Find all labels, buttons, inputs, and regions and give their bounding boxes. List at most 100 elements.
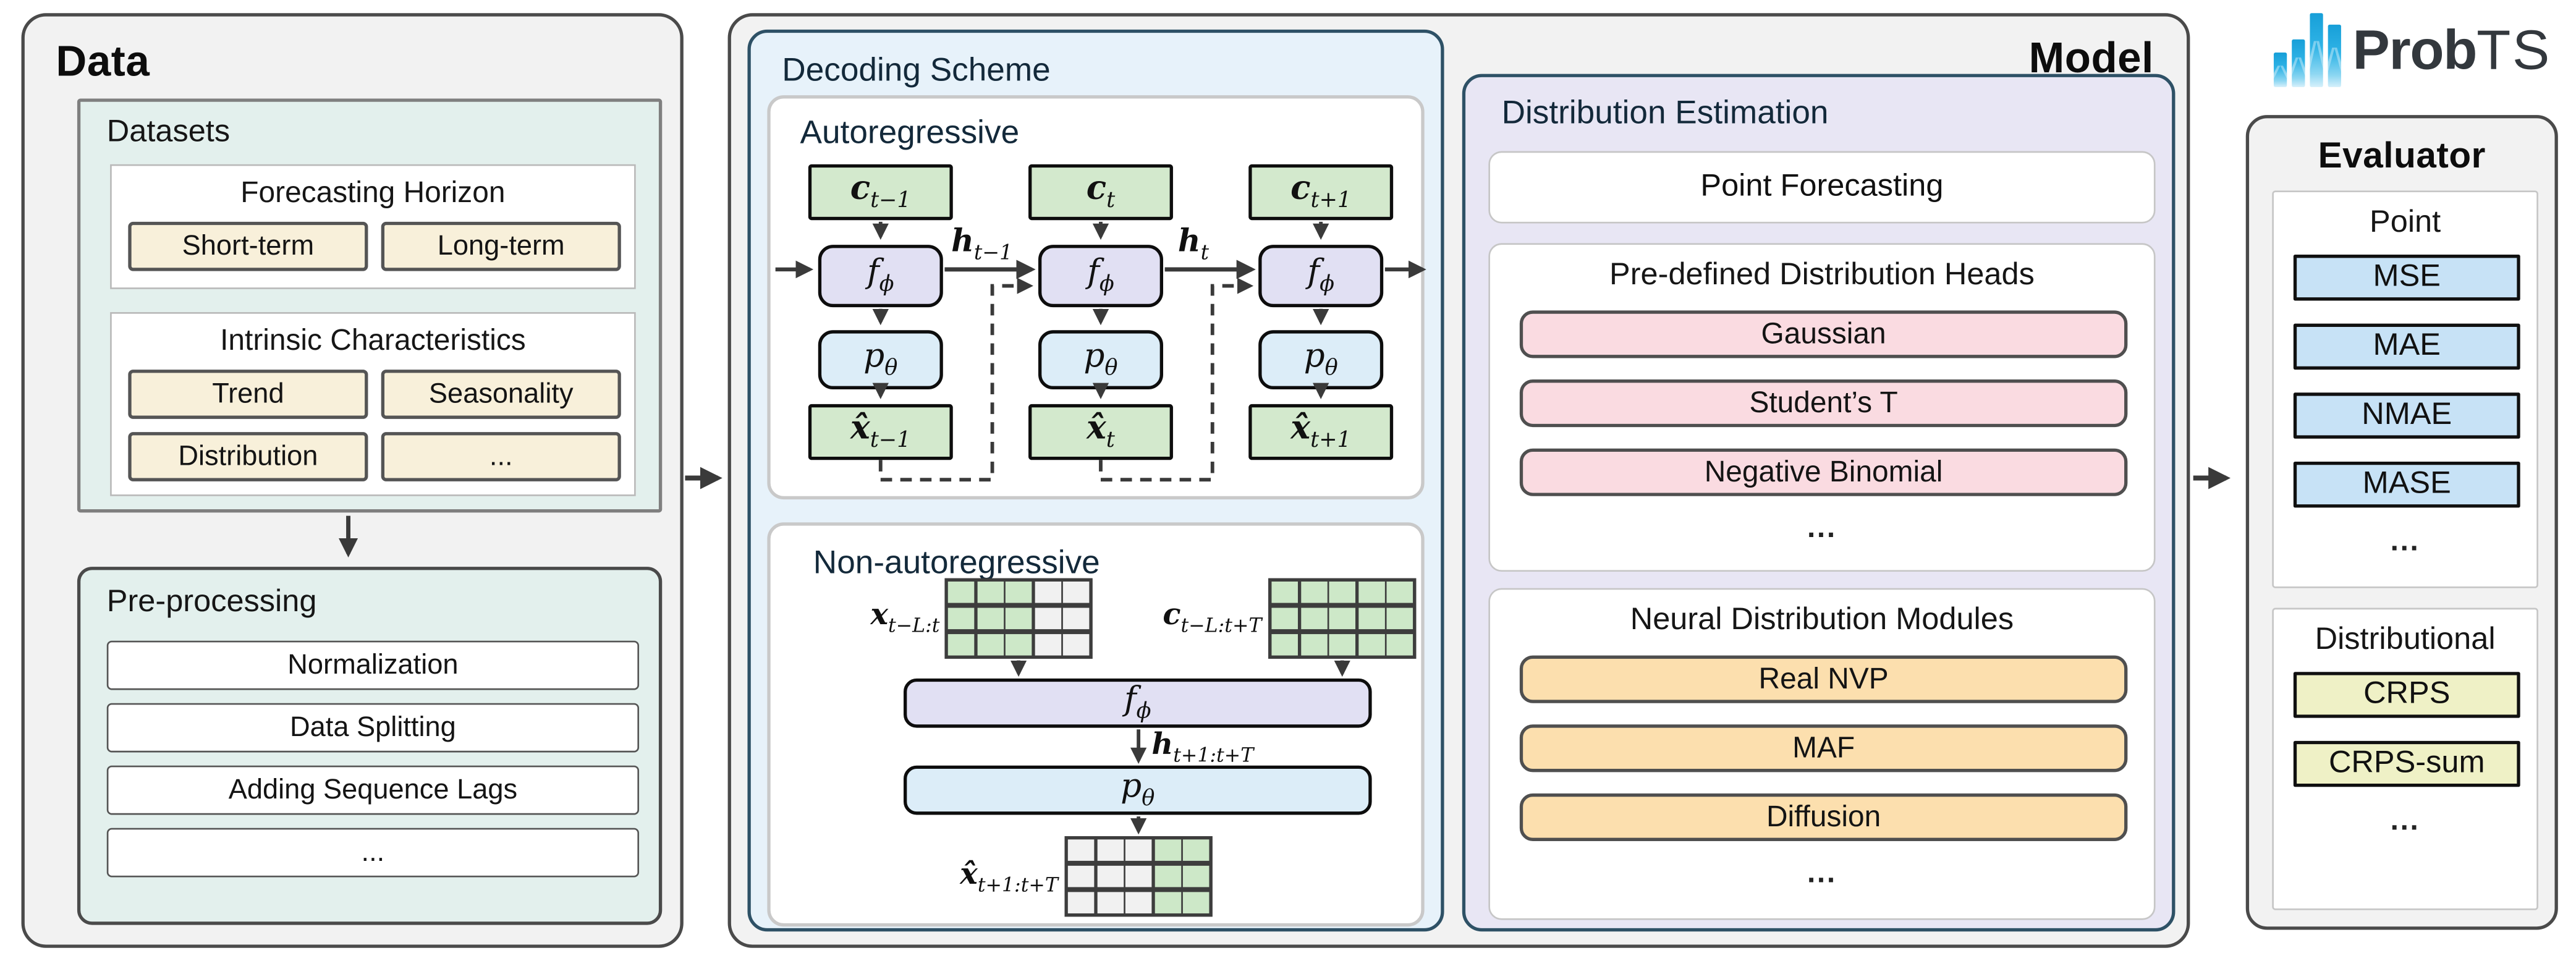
probts-wordmark: ProbTS bbox=[2353, 13, 2551, 88]
tensor-cell bbox=[1386, 633, 1413, 656]
neural-more-dots: ... bbox=[1807, 855, 1837, 889]
forecasting-horizon-title: Forecasting Horizon bbox=[240, 176, 506, 209]
intrinsic-more-chip: ... bbox=[381, 432, 621, 481]
logo-bar-1 bbox=[2273, 53, 2287, 87]
tensor-cell bbox=[1386, 582, 1413, 604]
tensor-cell bbox=[1329, 582, 1356, 604]
tensor-cell bbox=[1005, 633, 1032, 656]
context-label: ct+1 bbox=[1290, 168, 1352, 214]
logo-bar-2 bbox=[2292, 39, 2305, 87]
evaluator-panel: Evaluator Point MSE MAE NMAE MASE ... Di… bbox=[2245, 115, 2558, 930]
tensor-cell bbox=[1034, 582, 1061, 604]
datasets-label: Datasets bbox=[106, 115, 231, 150]
intrinsic-characteristics-box: Intrinsic Characteristics Trend Seasonal… bbox=[110, 312, 636, 496]
preprocessing-more-row: ... bbox=[106, 828, 640, 878]
students-t-pill: Student’s T bbox=[1519, 379, 2128, 428]
f-phi-wide-box: fϕ bbox=[904, 678, 1372, 728]
datasets-box: Datasets Forecasting Horizon Short-term … bbox=[77, 98, 663, 513]
f-phi-label: fϕ bbox=[866, 252, 894, 298]
autoregressive-title: Autoregressive bbox=[800, 115, 1020, 151]
tensor-cell bbox=[1329, 633, 1356, 656]
crps-metric: CRPS bbox=[2293, 672, 2520, 718]
short-term-chip: Short-term bbox=[128, 221, 368, 271]
tensor-cell bbox=[1271, 608, 1298, 630]
predefined-heads-box: Pre-defined Distribution Heads Gaussian … bbox=[1488, 243, 2156, 572]
covariate-input-label: ct−L:t+T bbox=[1163, 598, 1262, 637]
mase-metric: MASE bbox=[2293, 461, 2520, 508]
prediction-box-t+1: x̂t+1 bbox=[1248, 404, 1394, 460]
tensor-cell bbox=[1154, 839, 1180, 862]
history-tensor-grid bbox=[944, 578, 1093, 659]
prediction-label: x̂t bbox=[1087, 408, 1115, 454]
mae-metric: MAE bbox=[2293, 323, 2520, 370]
maf-pill: MAF bbox=[1519, 724, 2128, 773]
prediction-box-t-1: x̂t−1 bbox=[808, 404, 953, 460]
tensor-cell bbox=[977, 582, 1003, 604]
tensor-cell bbox=[947, 582, 975, 604]
tensor-cell bbox=[1300, 582, 1327, 604]
point-metrics-title: Point bbox=[2370, 205, 2441, 240]
normalization-row: Normalization bbox=[106, 640, 640, 690]
p-theta-box-t-1: pθ bbox=[818, 330, 943, 389]
f-phi-box-t: fϕ bbox=[1038, 245, 1164, 308]
tensor-cell bbox=[1005, 608, 1032, 630]
tensor-cell bbox=[947, 633, 975, 656]
covariate-tensor-grid bbox=[1268, 578, 1417, 659]
tensor-cell bbox=[1154, 865, 1180, 887]
seasonality-chip: Seasonality bbox=[381, 370, 621, 419]
tensor-cell bbox=[1182, 865, 1210, 887]
forecasting-horizon-box: Forecasting Horizon Short-term Long-term bbox=[110, 164, 636, 289]
context-box-t-1: ct−1 bbox=[808, 164, 953, 221]
tensor-cell bbox=[1300, 608, 1327, 630]
prediction-label: x̂t−1 bbox=[850, 408, 911, 454]
context-box-t+1: ct+1 bbox=[1248, 164, 1394, 221]
hidden-state-label-t: ht bbox=[1177, 223, 1210, 265]
trend-chip: Trend bbox=[128, 370, 368, 419]
context-label: ct bbox=[1086, 168, 1116, 214]
tensor-cell bbox=[1271, 582, 1298, 604]
p-theta-wide-box: pθ bbox=[904, 765, 1372, 815]
hidden-state-range-label: ht+1:t+T bbox=[1151, 727, 1254, 767]
x-input-label: xt−L:t bbox=[870, 598, 940, 637]
decoding-scheme-title: Decoding Scheme bbox=[782, 53, 1051, 89]
tensor-cell bbox=[1062, 582, 1090, 604]
bar-chart-logo-icon bbox=[2273, 12, 2346, 87]
tensor-cell bbox=[977, 608, 1003, 630]
evaluator-title: Evaluator bbox=[2318, 134, 2486, 176]
distributional-more-dots: ... bbox=[2390, 803, 2420, 837]
prediction-label: x̂t+1 bbox=[1290, 408, 1351, 454]
prediction-tensor-grid bbox=[1064, 836, 1213, 917]
crps-sum-metric: CRPS-sum bbox=[2293, 740, 2520, 787]
context-box-t: ct bbox=[1028, 164, 1173, 221]
prediction-range-label: x̂t+1:t+T bbox=[960, 857, 1058, 897]
distributional-metrics-box: Distributional CRPS CRPS-sum ... bbox=[2272, 608, 2538, 910]
tensor-cell bbox=[1125, 865, 1152, 887]
probts-wordmark-ts: TS bbox=[2476, 19, 2551, 82]
tensor-cell bbox=[1358, 633, 1384, 656]
preprocessing-box: Pre-processing Normalization Data Splitt… bbox=[77, 567, 663, 925]
f-phi-box-t+1: fϕ bbox=[1258, 245, 1384, 308]
non-autoregressive-title: Non-autoregressive bbox=[813, 545, 1100, 582]
tensor-cell bbox=[977, 633, 1003, 656]
preprocessing-label: Pre-processing bbox=[106, 585, 317, 620]
adding-sequence-lags-row: Adding Sequence Lags bbox=[106, 765, 640, 815]
predefined-heads-title: Pre-defined Distribution Heads bbox=[1609, 258, 2035, 293]
tensor-cell bbox=[1358, 608, 1384, 630]
distribution-chip: Distribution bbox=[128, 432, 368, 481]
p-theta-label: pθ bbox=[863, 336, 898, 382]
intrinsic-characteristics-title: Intrinsic Characteristics bbox=[220, 323, 526, 357]
tensor-cell bbox=[1005, 582, 1032, 604]
mse-metric: MSE bbox=[2293, 255, 2520, 301]
diffusion-pill: Diffusion bbox=[1519, 793, 2128, 841]
tensor-cell bbox=[1125, 891, 1152, 913]
tensor-cell bbox=[1182, 891, 1210, 913]
p-theta-label: pθ bbox=[1121, 766, 1155, 813]
tensor-cell bbox=[1329, 608, 1356, 630]
tensor-cell bbox=[1062, 608, 1090, 630]
tensor-cell bbox=[1067, 865, 1095, 887]
tensor-cell bbox=[1034, 633, 1061, 656]
logo-bar-3 bbox=[2310, 13, 2323, 87]
logo-bar-4 bbox=[2328, 24, 2341, 87]
tensor-cell bbox=[1067, 839, 1095, 862]
